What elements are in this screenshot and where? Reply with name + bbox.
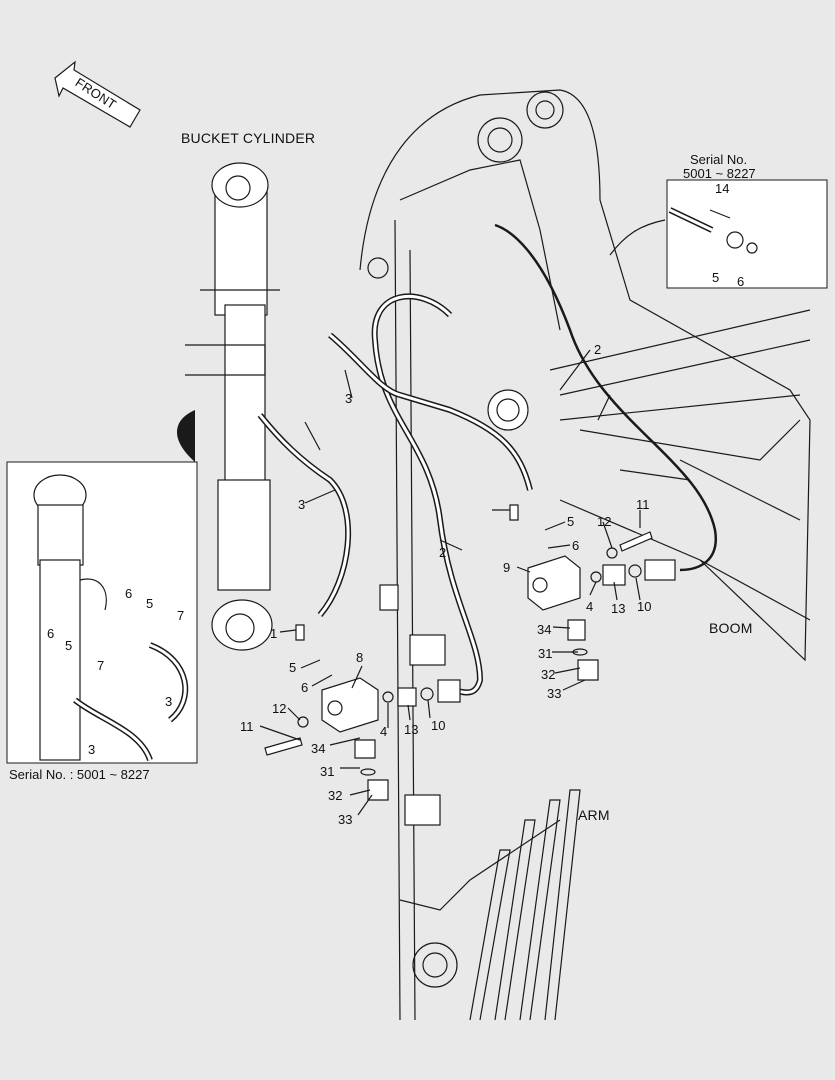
callout-1-left: 1 (270, 626, 278, 641)
callout-2-lower: 2 (439, 545, 447, 560)
callout-10-right: 10 (637, 599, 652, 614)
left-inset-callout-6-b: 6 (47, 626, 55, 641)
callout-5-left: 5 (289, 660, 297, 675)
serial-inset-title: Serial No. (690, 152, 748, 167)
right-inset-callout-6: 6 (737, 274, 745, 289)
callout-4-left: 4 (380, 724, 388, 739)
serial-left-inset: Serial No. : 5001 ~ 8227 (9, 767, 150, 782)
arm-label: ARM (578, 807, 610, 823)
left-inset-callout-7-b: 7 (97, 658, 105, 673)
left-inset (6, 410, 198, 764)
bucket-cylinder-label: BUCKET CYLINDER (181, 130, 316, 146)
callout-31-right: 31 (538, 646, 553, 661)
callout-31-left: 31 (320, 764, 335, 779)
callout-10-left: 10 (431, 718, 446, 733)
callout-2-upper: 2 (594, 342, 602, 357)
callout-3-upper: 3 (345, 391, 353, 406)
callout-32-left: 32 (328, 788, 343, 803)
callout-3-lower: 3 (298, 497, 306, 512)
callout-9: 9 (503, 560, 511, 575)
callout-4-right: 4 (586, 599, 594, 614)
hose-2-right (494, 223, 718, 572)
left-inset-callout-5-b: 5 (65, 638, 73, 653)
callout-33-right: 33 (547, 686, 562, 701)
callout-33-left: 33 (338, 812, 353, 827)
left-inset-callout-7-a: 7 (177, 608, 185, 623)
hose-2-left (371, 293, 484, 696)
callout-34-left: 34 (311, 741, 326, 756)
arm-outline (399, 819, 561, 911)
callout-6-right: 6 (572, 538, 580, 553)
callout-13-right: 13 (611, 601, 626, 616)
callout-11-left: 11 (240, 719, 254, 734)
bucket-cylinder (185, 162, 280, 651)
callout-8: 8 (356, 650, 364, 665)
callout-13-left: 13 (404, 722, 419, 737)
callout-12-right: 12 (597, 514, 612, 529)
left-inset-callout-5-a: 5 (146, 596, 154, 611)
boom-outline (359, 89, 811, 662)
right-inset-callout-5: 5 (712, 270, 720, 285)
boom-label: BOOM (709, 620, 753, 636)
right-inset-callout-14: 14 (715, 181, 730, 196)
callout-32-right: 32 (541, 667, 556, 682)
front-arrow-icon (54, 60, 141, 128)
callout-12-left: 12 (272, 701, 287, 716)
left-inset-callout-3-b: 3 (88, 742, 96, 757)
left-inset-callout-3-a: 3 (165, 694, 173, 709)
callout-11-right: 11 (636, 497, 650, 512)
hose-3-lower (257, 413, 352, 617)
callout-34-right: 34 (537, 622, 552, 637)
left-inset-callout-6-a: 6 (125, 586, 133, 601)
valve-block-9 (527, 555, 581, 611)
serial-inset-range: 5001 ~ 8227 (683, 166, 756, 181)
callout-5-right: 5 (567, 514, 575, 529)
valve-block-8 (321, 677, 379, 733)
right-inset (609, 179, 828, 289)
callout-6-left: 6 (301, 680, 309, 695)
